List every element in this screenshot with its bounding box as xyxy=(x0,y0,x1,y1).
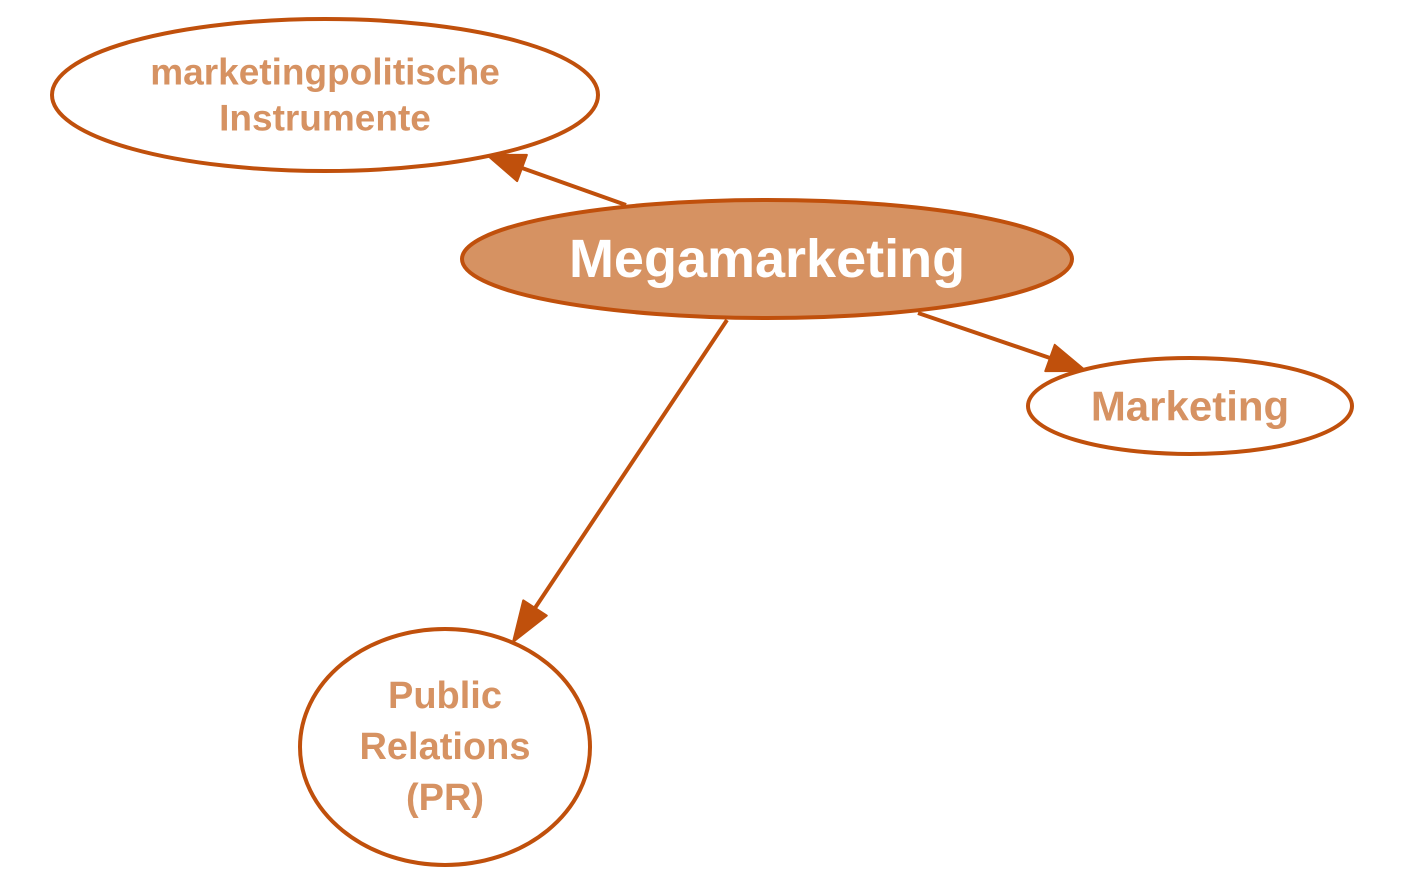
node-label: Instrumente xyxy=(219,98,431,139)
node-ellipse xyxy=(460,198,1074,320)
node-marketing[interactable]: Marketing xyxy=(1026,356,1354,456)
node-megamarketing[interactable]: Megamarketing xyxy=(460,198,1074,320)
edge-megamarketing-to-instrumente xyxy=(486,153,627,207)
node-ellipse xyxy=(50,17,600,173)
node-label: Public xyxy=(388,675,502,717)
node-label: marketingpolitische xyxy=(150,52,500,93)
arrowhead-icon xyxy=(512,599,548,643)
arrowhead-icon xyxy=(486,153,528,183)
node-ellipse xyxy=(298,627,592,867)
edges-layer xyxy=(486,153,1087,643)
node-label: Megamarketing xyxy=(569,229,965,289)
edge-line xyxy=(521,166,627,207)
edge-line xyxy=(533,318,729,610)
edge-megamarketing-to-marketing xyxy=(917,311,1087,373)
nodes-layer: Megamarketing marketingpolitischeInstrume… xyxy=(50,17,1354,867)
node-label: (PR) xyxy=(406,777,484,819)
arrowhead-icon xyxy=(1044,343,1087,373)
edge-line xyxy=(917,311,1051,360)
node-label: Marketing xyxy=(1091,383,1289,430)
node-ellipse xyxy=(1026,356,1354,456)
node-label: Relations xyxy=(359,726,530,768)
edge-megamarketing-to-pr xyxy=(512,318,729,643)
